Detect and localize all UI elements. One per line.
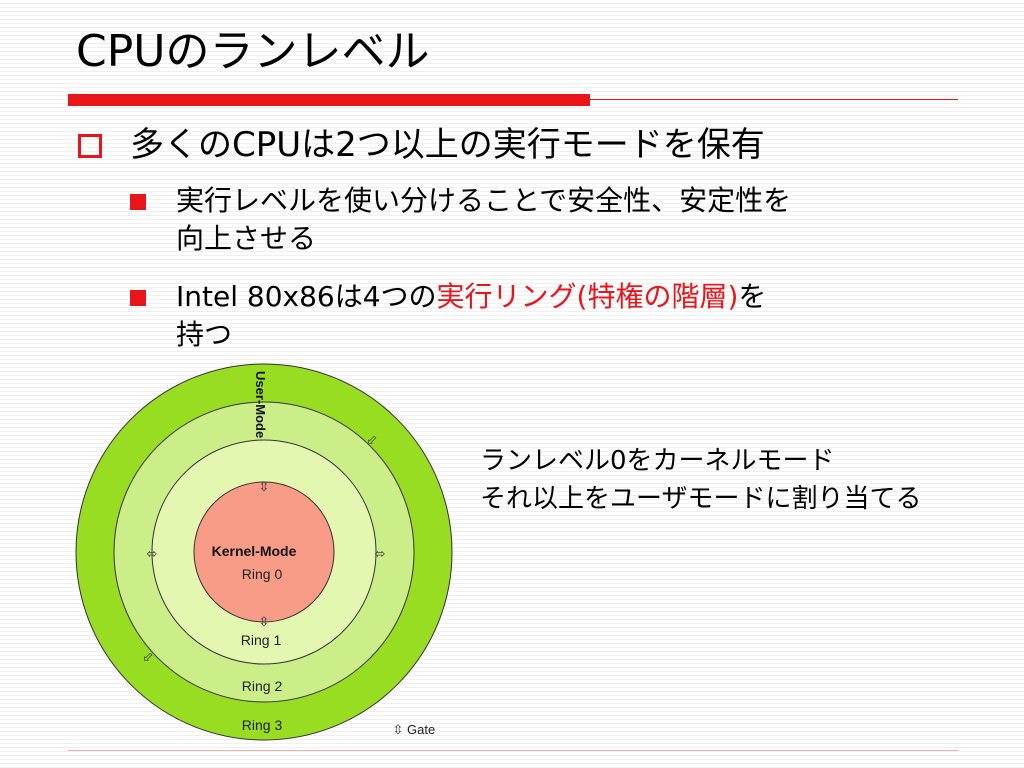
sub-bullet-2-line1: Intel 80x86は4つの実行リング(特権の階層)を bbox=[176, 278, 936, 316]
run-level-note: ランレベル0をカーネルモード それ以上をユーザモードに割り当てる bbox=[480, 442, 921, 518]
svg-text:⬄: ⬄ bbox=[375, 546, 386, 561]
sub-bullet-2-line2: 持つ bbox=[176, 318, 233, 351]
ring0-circle bbox=[193, 481, 335, 623]
filled-square-bullet-icon bbox=[130, 290, 146, 306]
note-line1: ランレベル0をカーネルモード bbox=[480, 446, 835, 476]
sub-bullet-1-text: 実行レベルを使い分けることで安全性、安定性を 向上させる bbox=[176, 182, 936, 258]
sub-bullet-2-prefix: Intel 80x86は4つの bbox=[176, 280, 437, 313]
ring1-label: Ring 1 bbox=[241, 632, 282, 648]
kernel-mode-label: Kernel-Mode bbox=[212, 543, 297, 559]
svg-text:⬃: ⬃ bbox=[367, 432, 378, 447]
hollow-square-bullet-icon bbox=[78, 134, 102, 158]
ring2-label: Ring 2 bbox=[242, 678, 283, 694]
footer-rule bbox=[68, 750, 958, 751]
svg-text:⬃: ⬃ bbox=[143, 649, 154, 664]
gate-arrow-icon: ⇳ ⇳ ⬄ ⬄ ⬃ ⬃ bbox=[143, 432, 386, 664]
svg-text:⬄: ⬄ bbox=[147, 546, 158, 561]
note-line2: それ以上をユーザモードに割り当てる bbox=[480, 484, 922, 514]
ring0-label: Ring 0 bbox=[242, 566, 283, 582]
title-underline-thick bbox=[68, 94, 590, 106]
gate-legend-icon: ⇳ bbox=[393, 722, 404, 737]
ring3-label: Ring 3 bbox=[242, 717, 283, 733]
sub-bullet-1-line1: 実行レベルを使い分けることで安全性、安定性を bbox=[176, 184, 792, 217]
sub-bullet-2-highlight: 実行リング(特権の階層) bbox=[436, 280, 739, 313]
filled-square-bullet-icon bbox=[130, 194, 146, 210]
gate-legend-label: Gate bbox=[407, 722, 435, 737]
title-underline-thin bbox=[590, 99, 958, 100]
slide-title: CPUのランレベル bbox=[76, 26, 430, 77]
user-mode-label: User-Mode bbox=[253, 371, 268, 438]
sub-bullet-1-line2: 向上させる bbox=[176, 222, 317, 255]
svg-text:⇳: ⇳ bbox=[259, 479, 270, 494]
sub-bullet-2-text: Intel 80x86は4つの実行リング(特権の階層)を 持つ bbox=[176, 278, 936, 354]
main-bullet-text: 多くのCPUは2つ以上の実行モードを保有 bbox=[130, 125, 765, 165]
sub-bullet-2-suffix: を bbox=[738, 280, 767, 313]
svg-text:⇳: ⇳ bbox=[259, 614, 270, 629]
